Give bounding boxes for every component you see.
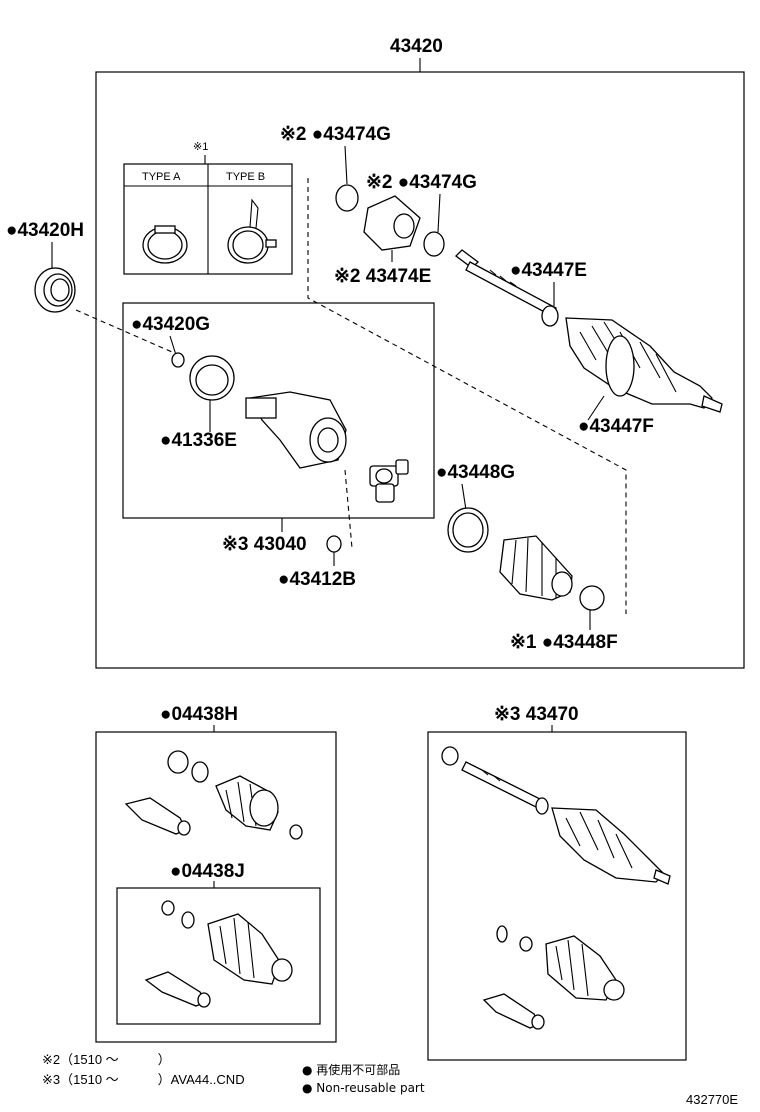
main-assembly-group: 43420 bbox=[95, 36, 745, 669]
kit-boot-icon bbox=[215, 775, 279, 831]
kit-j-clamp-icon bbox=[181, 911, 195, 929]
label-43447e[interactable]: ●43447E bbox=[510, 260, 587, 281]
kit-snap-ring-icon bbox=[289, 824, 303, 840]
boot-kit-04438j-frame bbox=[116, 887, 321, 1025]
shaft-assy-43470-frame bbox=[427, 731, 687, 1061]
part-43474-group: ※2 ●43474G ※2 ●43474G ※2 43474E bbox=[280, 124, 627, 614]
label-43474g-mid[interactable]: ※2 ●43474G bbox=[366, 172, 477, 193]
kit-clamp-1-icon bbox=[167, 750, 189, 774]
type-a-label: TYPE A bbox=[142, 171, 181, 183]
clamp-type-a-icon bbox=[142, 225, 188, 264]
type-b-label: TYPE B bbox=[226, 171, 265, 183]
inboard-joint-frame bbox=[122, 302, 435, 519]
label-43448f[interactable]: ※1 ●43448F bbox=[510, 632, 618, 653]
large-boot-clamp-icon bbox=[447, 507, 489, 553]
label-04438j[interactable]: ●04438J bbox=[170, 861, 245, 882]
assy-small-clamp-icon bbox=[519, 936, 533, 952]
part-43420h: ●43420H bbox=[6, 220, 173, 353]
boot-kit-04438h-group: ●04438H ●04438J bbox=[95, 704, 337, 1043]
tripod-joint-icon bbox=[369, 459, 409, 503]
label-43412b[interactable]: ●43412B bbox=[278, 569, 356, 590]
oil-seal-icon bbox=[34, 267, 76, 313]
label-04438h[interactable]: ●04438H bbox=[160, 704, 238, 725]
label-43474e[interactable]: ※2 43474E bbox=[334, 266, 431, 287]
footnote-3: ※3（1510 ～ ）AVA44..CND bbox=[42, 1072, 245, 1087]
grease-tube-icon bbox=[124, 797, 191, 836]
damper-icon bbox=[363, 195, 421, 251]
assy-grease-tube-icon bbox=[482, 993, 545, 1030]
kit-j-snap-ring-icon bbox=[161, 900, 175, 916]
band-clamp-2-icon bbox=[423, 231, 445, 257]
label-43470[interactable]: ※3 43470 bbox=[494, 704, 579, 725]
legend-english: ● Non-reusable part bbox=[302, 1081, 425, 1095]
figure-id: 432770E bbox=[686, 1092, 738, 1107]
type-table: ※1 TYPE A TYPE B bbox=[123, 141, 293, 275]
part-43412b: ●43412B bbox=[278, 469, 356, 590]
small-boot-clamp-icon bbox=[579, 585, 605, 611]
inboard-boot-icon bbox=[499, 535, 573, 601]
label-43420h[interactable]: ●43420H bbox=[6, 220, 84, 241]
assy-snap-ring-icon bbox=[496, 925, 508, 943]
assy-shaft-icon bbox=[461, 761, 671, 885]
clamp-type-b-icon bbox=[227, 198, 277, 264]
label-41336e[interactable]: ●41336E bbox=[160, 430, 237, 451]
label-43448g[interactable]: ●43448G bbox=[436, 462, 515, 483]
boot-kit-04438h-frame bbox=[95, 731, 337, 1043]
kit-j-grease-tube-icon bbox=[144, 971, 211, 1008]
assy-boot-icon bbox=[545, 935, 625, 1001]
type-table-mark: ※1 bbox=[193, 141, 208, 153]
main-assembly-frame bbox=[95, 71, 745, 669]
dust-cover-ring-icon bbox=[189, 355, 235, 401]
inboard-joint-group: ●43420G ●41336E ※3 43040 bbox=[122, 302, 435, 555]
drive-shaft-icon bbox=[455, 249, 723, 413]
label-43040[interactable]: ※3 43040 bbox=[222, 534, 307, 555]
footnote-2: ※2（1510 ～ ） bbox=[42, 1052, 171, 1067]
footnotes: ※2（1510 ～ ） ※3（1510 ～ ）AVA44..CND ● 再使用不… bbox=[42, 1052, 738, 1107]
band-clamp-icon bbox=[335, 184, 359, 212]
snap-ring-icon bbox=[171, 352, 185, 368]
kit-clamp-2-icon bbox=[191, 761, 209, 783]
drive-shaft-group: ●43447E ●43447F bbox=[455, 249, 723, 437]
assy-clamp-icon bbox=[441, 746, 459, 766]
legend-japanese: ● 再使用不可部品 bbox=[302, 1062, 400, 1077]
circlip-icon bbox=[326, 535, 342, 553]
label-43474g-top[interactable]: ※2 ●43474G bbox=[280, 124, 391, 145]
shaft-assy-43470-group: ※3 43470 bbox=[427, 704, 687, 1061]
label-43420[interactable]: 43420 bbox=[390, 36, 443, 57]
label-43447f[interactable]: ●43447F bbox=[578, 416, 654, 437]
outer-race-housing-icon bbox=[245, 391, 347, 469]
inboard-boot-group: ●43448G ※1 ●43448F bbox=[436, 462, 618, 653]
kit-j-boot-icon bbox=[207, 913, 293, 985]
label-43420g[interactable]: ●43420G bbox=[131, 314, 210, 335]
